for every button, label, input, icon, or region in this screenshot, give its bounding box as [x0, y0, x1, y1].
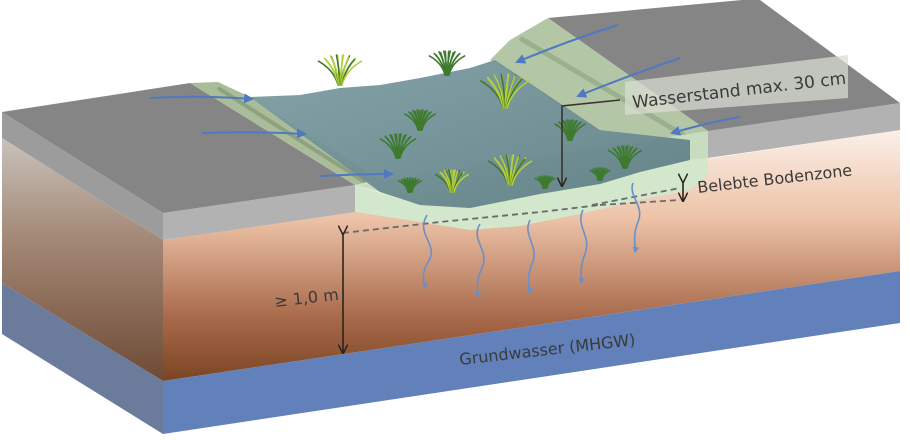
active-soil-zone: [355, 158, 708, 230]
swale-left-ridge: [216, 86, 367, 184]
grass-plant-icon: [434, 169, 470, 193]
runoff-arrow-icon: [149, 93, 254, 104]
grass-plant-icon: [534, 175, 556, 189]
left-side-face: [2, 112, 163, 434]
runoff-arrow-icon: [670, 116, 741, 136]
infiltration-arrow-icon: [631, 182, 641, 254]
runoff-arrow-icon: [319, 169, 394, 180]
grass-plant-icon: [589, 167, 611, 181]
left-pavement-side: [2, 112, 163, 240]
grass-plant-icon: [398, 177, 422, 193]
infiltration-arrows: [421, 182, 641, 298]
left-groundwater-side: [2, 283, 163, 434]
front-right-pavement: [708, 103, 900, 158]
water-surface: [250, 60, 690, 208]
grass-plant-icon: [607, 145, 643, 169]
runoff-arrow-icon: [201, 128, 307, 139]
grass-plant-icon: [428, 50, 466, 76]
grass-plant-icon: [379, 133, 417, 159]
front-groundwater: [163, 271, 900, 434]
plants-group: [317, 50, 643, 193]
runoff-arrows: [149, 24, 741, 180]
runoff-arrow-icon: [576, 57, 681, 98]
grass-plant-icon: [317, 54, 363, 86]
grass-plant-icon: [487, 154, 533, 186]
water-level-leader: [562, 99, 621, 186]
active-zone-upper-boundary: [591, 187, 681, 206]
front-left-pavement: [163, 185, 355, 240]
left-pavement-top: [2, 83, 355, 213]
grass-plant-icon: [480, 73, 530, 109]
water-level-label-box: [625, 55, 848, 115]
grass-plant-icon: [404, 109, 436, 131]
runoff-arrow-icon: [515, 24, 619, 64]
infiltration-arrow-icon: [578, 209, 588, 285]
grass-plant-icon: [554, 119, 586, 141]
left-soil-side: [2, 138, 163, 381]
infiltration-arrow-icon: [421, 214, 433, 290]
infiltration-arrow-icon: [475, 223, 485, 298]
infiltration-arrow-icon: [526, 219, 535, 295]
active-zone-lower-boundary-right: [599, 199, 681, 206]
dashed-boundaries: [342, 187, 681, 234]
